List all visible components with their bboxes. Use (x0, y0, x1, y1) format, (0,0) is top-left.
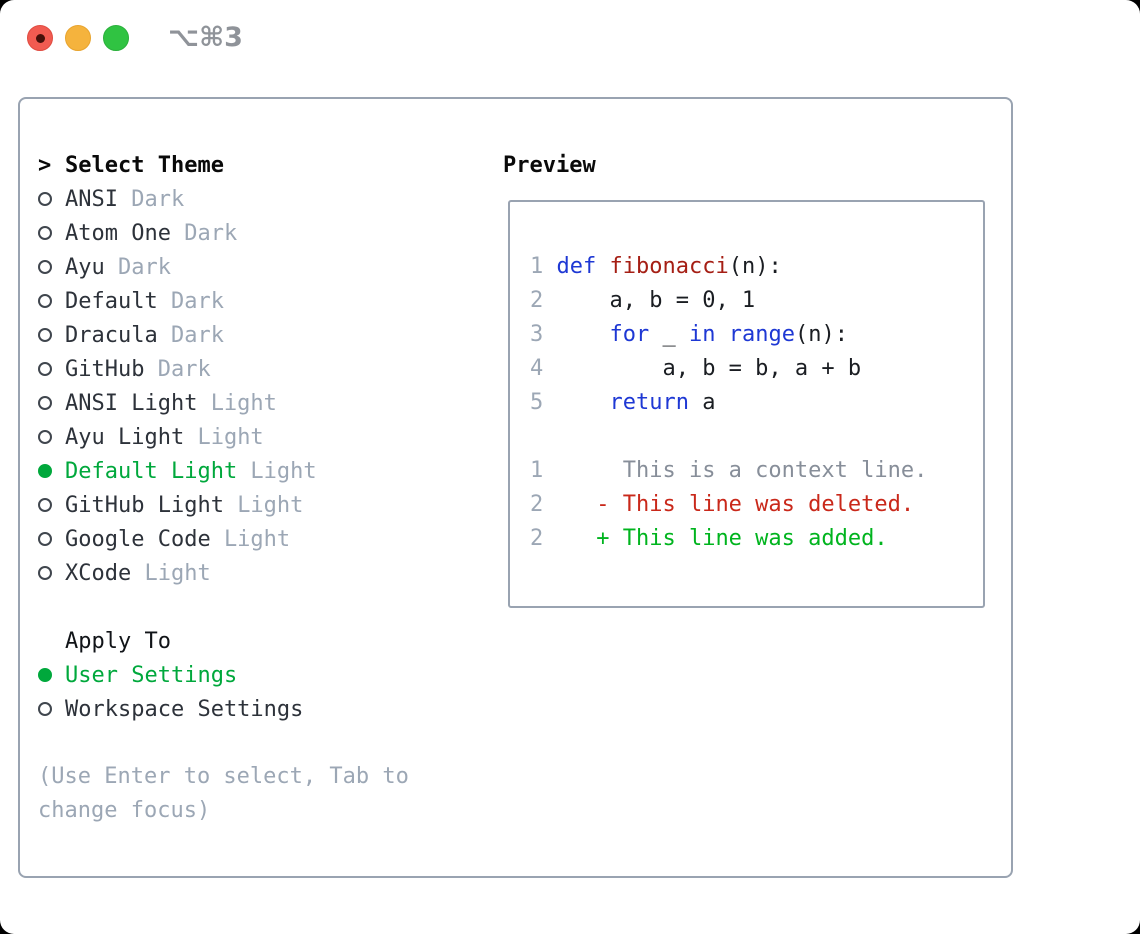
help-text: (Use Enter to select, Tab to change focu… (38, 764, 409, 823)
radio-unselected-icon (38, 226, 65, 240)
option-label: GitHub (65, 356, 145, 382)
option-variant-label: Light (237, 492, 304, 518)
selection-prompt-icon: > (38, 152, 52, 178)
option-label: Google Code (65, 526, 211, 552)
close-button[interactable] (27, 25, 53, 51)
radio-unselected-icon (38, 362, 65, 376)
option-label: Dracula (65, 322, 158, 348)
radio-unselected-icon (38, 328, 65, 342)
code-line: 5 return a (530, 390, 716, 415)
theme-option[interactable]: Google Code Light (38, 522, 494, 556)
option-variant-label: Dark (184, 220, 238, 246)
radio-unselected-icon (38, 260, 65, 274)
minimize-button[interactable] (65, 25, 91, 51)
theme-option[interactable]: Default Light Light (38, 454, 494, 488)
radio-unselected-icon (38, 532, 65, 546)
window-shortcut-label: ⌥⌘3 (168, 22, 243, 53)
preview-pane: 1 def fibonacci(n): 2 a, b = 0, 1 3 for _ … (508, 200, 985, 608)
line-number: 5 (530, 390, 557, 415)
radio-unselected-icon (38, 430, 65, 444)
option-variant-label: Dark (131, 186, 185, 212)
radio-unselected-icon (38, 498, 65, 512)
option-label: Default Light (65, 458, 238, 484)
code-preview: 1 def fibonacci(n): 2 a, b = 0, 1 3 for _ … (510, 202, 983, 556)
radio-unselected-icon (38, 702, 65, 716)
option-variant-label: Dark (170, 322, 224, 348)
option-label: Workspace Settings (65, 696, 304, 722)
theme-picker-header: > Select Theme (38, 148, 494, 182)
line-number: 2 (530, 526, 557, 551)
theme-picker-title: Select Theme (65, 152, 224, 178)
option-label: Ayu (65, 254, 105, 280)
option-label: XCode (65, 560, 132, 586)
titlebar: ⌥⌘3 (0, 0, 1140, 76)
radio-unselected-icon (38, 294, 65, 308)
option-label: User Settings (65, 662, 238, 688)
diff-preview: 1 This is a context line. 2 - This line w… (530, 454, 983, 556)
preview-title: Preview (503, 152, 596, 178)
option-variant-label: Light (210, 390, 277, 416)
option-variant-label: Light (250, 458, 317, 484)
apply-option[interactable]: Workspace Settings (38, 692, 494, 726)
code-line: 1 def fibonacci(n): (530, 254, 782, 279)
radio-unselected-icon (38, 566, 65, 580)
option-variant-label: Light (197, 424, 264, 450)
theme-option[interactable]: Atom One Dark (38, 216, 494, 250)
code-line: 4 a, b = b, a + b (530, 356, 862, 381)
option-variant-label: Dark (157, 356, 211, 382)
code-line: 3 for _ in range(n): (530, 322, 848, 347)
theme-option[interactable]: XCode Light (38, 556, 494, 590)
option-label: ANSI Light (65, 390, 198, 416)
option-variant-label: Light (223, 526, 291, 552)
theme-option[interactable]: ANSI Dark (38, 182, 494, 216)
line-number: 4 (530, 356, 557, 381)
radio-selected-icon (38, 668, 65, 682)
option-variant-label: Dark (117, 254, 171, 280)
maximize-button[interactable] (103, 25, 129, 51)
option-variant-label: Light (144, 560, 211, 586)
radio-unselected-icon (38, 396, 65, 410)
line-number: 2 (530, 492, 557, 517)
theme-option[interactable]: GitHub Light Light (38, 488, 494, 522)
line-number: 2 (530, 288, 557, 313)
theme-option[interactable]: GitHub Dark (38, 352, 494, 386)
code-line: 2 a, b = 0, 1 (530, 288, 756, 313)
theme-option[interactable]: Default Dark (38, 284, 494, 318)
apply-option[interactable]: User Settings (38, 658, 494, 692)
diff-line: 2 - This line was deleted. (530, 492, 915, 517)
theme-option[interactable]: ANSI Light Light (38, 386, 494, 420)
close-dot-icon (35, 33, 45, 43)
radio-unselected-icon (38, 192, 65, 206)
option-label: Atom One (65, 220, 171, 246)
apply-to-title: Apply To (65, 628, 171, 654)
line-number: 1 (530, 254, 557, 279)
option-label: Ayu Light (65, 424, 185, 450)
option-label: GitHub Light (65, 492, 224, 518)
line-number: 3 (530, 322, 557, 347)
radio-selected-icon (38, 464, 65, 478)
line-number: 1 (530, 458, 557, 483)
diff-line: 1 This is a context line. (530, 458, 928, 483)
diff-line: 2 + This line was added. (530, 526, 888, 551)
option-variant-label: Dark (170, 288, 224, 314)
theme-option[interactable]: Ayu Light Light (38, 420, 494, 454)
option-label: ANSI (65, 186, 118, 212)
option-label: Default (65, 288, 158, 314)
theme-option[interactable]: Ayu Dark (38, 250, 494, 284)
apply-to-header: Apply To (38, 624, 494, 658)
theme-option[interactable]: Dracula Dark (38, 318, 494, 352)
